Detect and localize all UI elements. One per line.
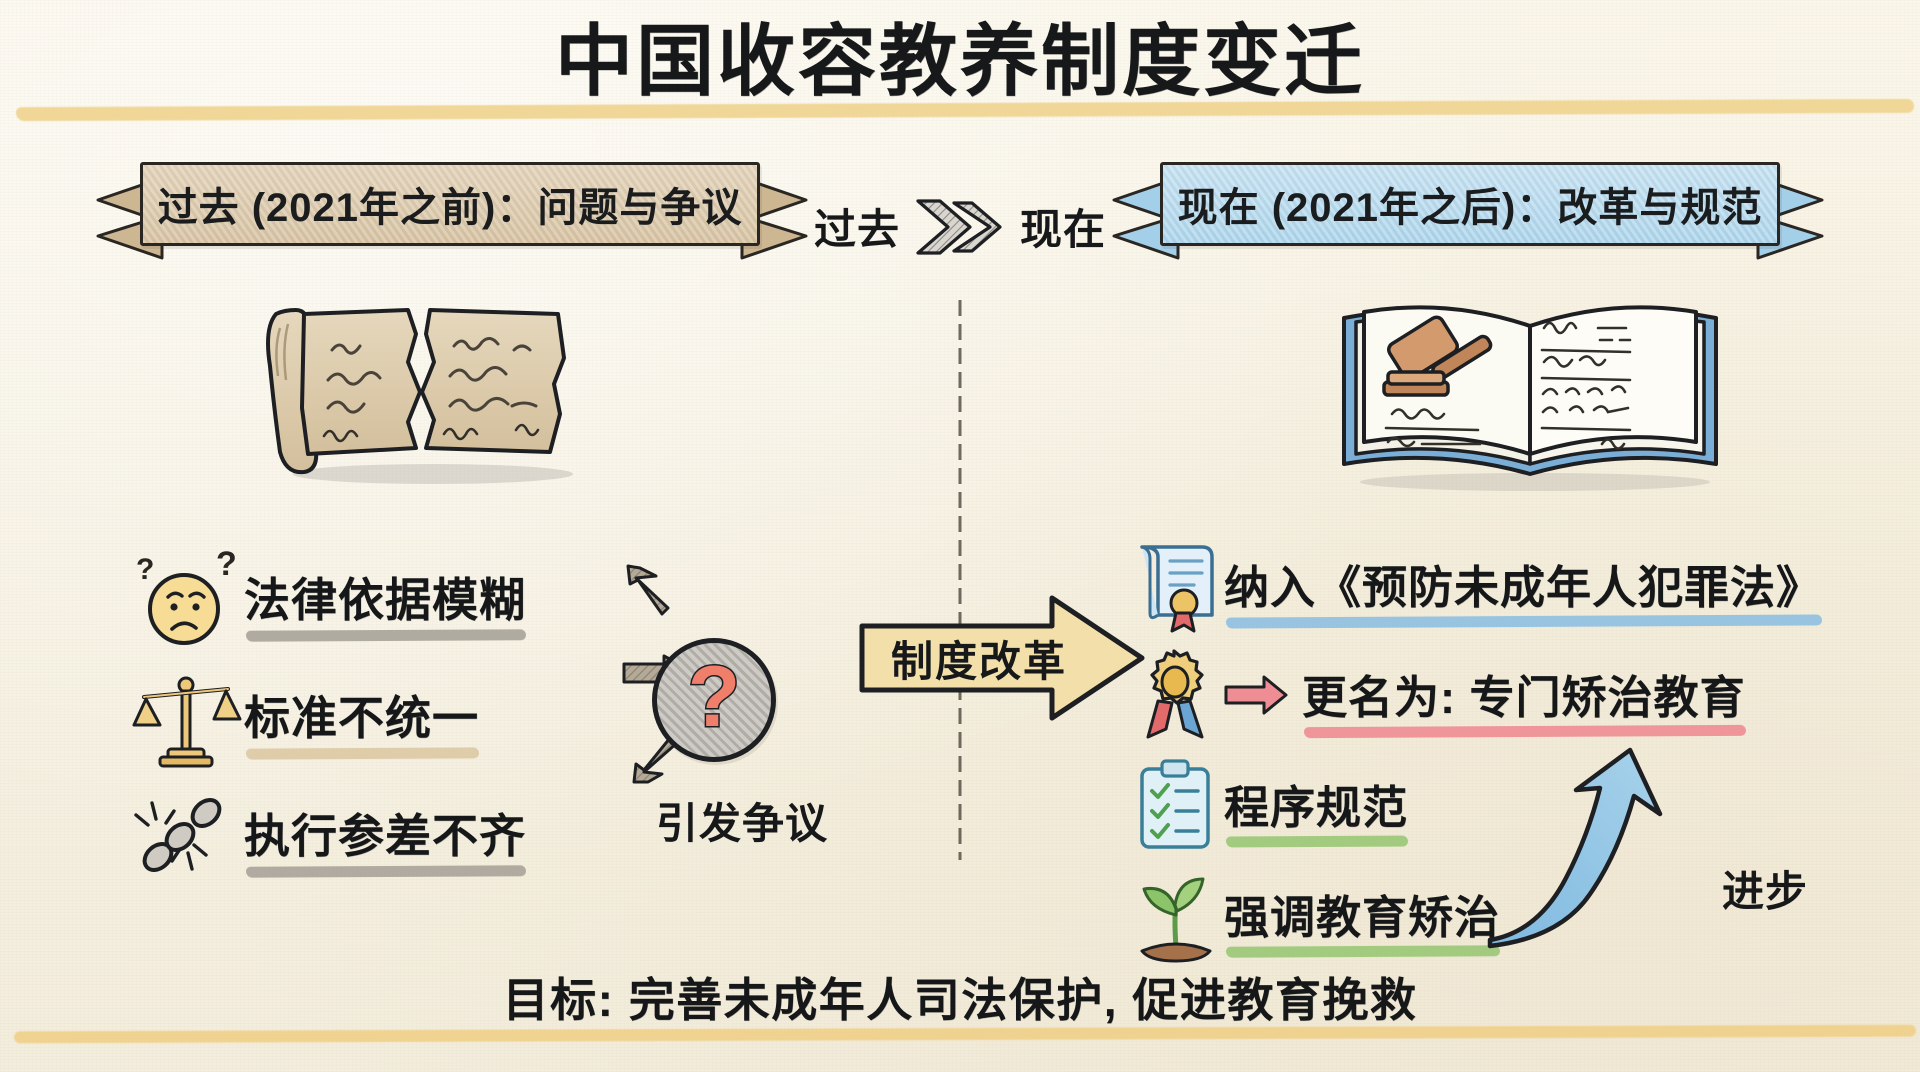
list-item-label: 更名为: 专门矫治教育 bbox=[1302, 661, 1746, 738]
progress-label: 进步 bbox=[1721, 868, 1808, 915]
list-item[interactable]: 标准不统一 bbox=[128, 658, 728, 776]
svg-text:?: ? bbox=[216, 545, 237, 583]
list-item-underline bbox=[1303, 724, 1746, 738]
seedling-icon bbox=[1128, 867, 1224, 963]
list-item-label: 程序规范 bbox=[1224, 771, 1409, 847]
list-item[interactable]: 纳入《预防未成年人犯罪法》 bbox=[1128, 530, 1848, 640]
curved-up-arrow-icon bbox=[1484, 744, 1674, 954]
list-item-underline bbox=[245, 629, 527, 642]
svg-text:?: ? bbox=[136, 553, 154, 586]
list-item-label: 执行参差不齐 bbox=[244, 800, 527, 878]
past-issues-list: ? ? 法律依据模糊 标准不统 bbox=[128, 540, 728, 894]
question-mark-icon: ? bbox=[686, 649, 742, 745]
page-title-text: 中国收容教养制度变迁 bbox=[554, 17, 1365, 105]
list-item-underline bbox=[245, 747, 480, 760]
reform-measures-list: 纳入《预防未成年人犯罪法》 更名为: 专门矫治教育 bbox=[1128, 530, 1848, 970]
footer-underline bbox=[13, 1024, 1917, 1044]
list-item-underline bbox=[1225, 835, 1409, 847]
list-item[interactable]: ? ? 法律依据模糊 bbox=[128, 540, 728, 658]
banner-past-label: 过去 (2021年之前)：问题与争议 bbox=[157, 186, 743, 230]
balance-scales-icon bbox=[128, 663, 244, 771]
dispute-question-badge: ? bbox=[652, 638, 776, 762]
era-transition: 过去 现在 bbox=[814, 196, 1106, 257]
list-item[interactable]: 执行参差不齐 bbox=[128, 776, 728, 894]
broken-chain-icon bbox=[128, 781, 244, 889]
torn-scroll-icon bbox=[258, 288, 588, 488]
certificate-scroll-icon bbox=[1128, 537, 1224, 633]
confused-face-icon: ? ? bbox=[128, 545, 244, 653]
clipboard-check-icon bbox=[1128, 757, 1224, 853]
dispute-caption: 引发争议 bbox=[656, 800, 829, 847]
banner-current-era: 现在 (2021年之后)：改革与规范 bbox=[1160, 162, 1780, 246]
list-item-underline bbox=[1225, 944, 1501, 958]
list-item[interactable]: 更名为: 专门矫治教育 bbox=[1128, 640, 1848, 750]
list-item-label: 法律依据模糊 bbox=[244, 564, 527, 642]
open-law-book-with-gavel-icon bbox=[1330, 278, 1730, 493]
footer-goal: 目标: 完善未成年人司法保护, 促进教育挽救 bbox=[0, 964, 1920, 1044]
right-arrow-icon bbox=[856, 592, 1148, 724]
transition-to-label: 现在 bbox=[1020, 206, 1107, 253]
list-item-underline bbox=[245, 865, 527, 878]
page-title: 中国收容教养制度变迁 bbox=[0, 17, 1920, 122]
award-medal-icon bbox=[1128, 647, 1224, 743]
rename-arrow-icon bbox=[1224, 675, 1288, 715]
double-chevron-right-icon bbox=[914, 197, 1006, 257]
list-item-label: 标准不统一 bbox=[244, 682, 480, 760]
list-item-label: 强调教育矫治 bbox=[1224, 881, 1501, 958]
list-item-label: 纳入《预防未成年人犯罪法》 bbox=[1224, 551, 1823, 629]
transition-from-label: 过去 bbox=[813, 206, 900, 253]
banner-now-label: 现在 (2021年之后)：改革与规范 bbox=[1177, 186, 1763, 230]
list-item[interactable]: 程序规范 bbox=[1128, 750, 1848, 860]
center-divider bbox=[958, 300, 962, 860]
title-underline bbox=[15, 99, 1915, 122]
list-item-underline bbox=[1225, 613, 1823, 629]
footer-goal-text: 目标: 完善未成年人司法保护, 促进教育挽救 bbox=[502, 974, 1418, 1026]
list-item[interactable]: 强调教育矫治 bbox=[1128, 860, 1848, 970]
banner-past-era: 过去 (2021年之前)：问题与争议 bbox=[140, 162, 760, 246]
